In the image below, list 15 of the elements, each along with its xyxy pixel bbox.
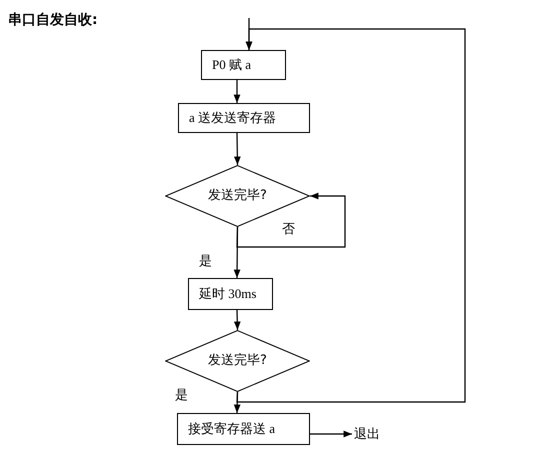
process-box: P0 赋 a — [201, 50, 286, 80]
arrow — [236, 28, 466, 403]
arrow — [234, 310, 241, 330]
exit-label: 退出 — [354, 426, 384, 444]
arrow — [234, 227, 240, 278]
process-box: a 送发送寄存器 — [178, 103, 310, 133]
arrow — [234, 80, 240, 103]
title: 串口自发自收: — [8, 11, 98, 30]
process-box: 接受寄存器送 a — [177, 413, 310, 445]
edge-label: 是 — [198, 254, 213, 270]
process-box: 延时 30ms — [188, 278, 273, 310]
arrow — [310, 430, 352, 438]
edge-label: 是 — [174, 388, 189, 404]
arrow — [234, 132, 241, 166]
arrow — [236, 192, 346, 248]
